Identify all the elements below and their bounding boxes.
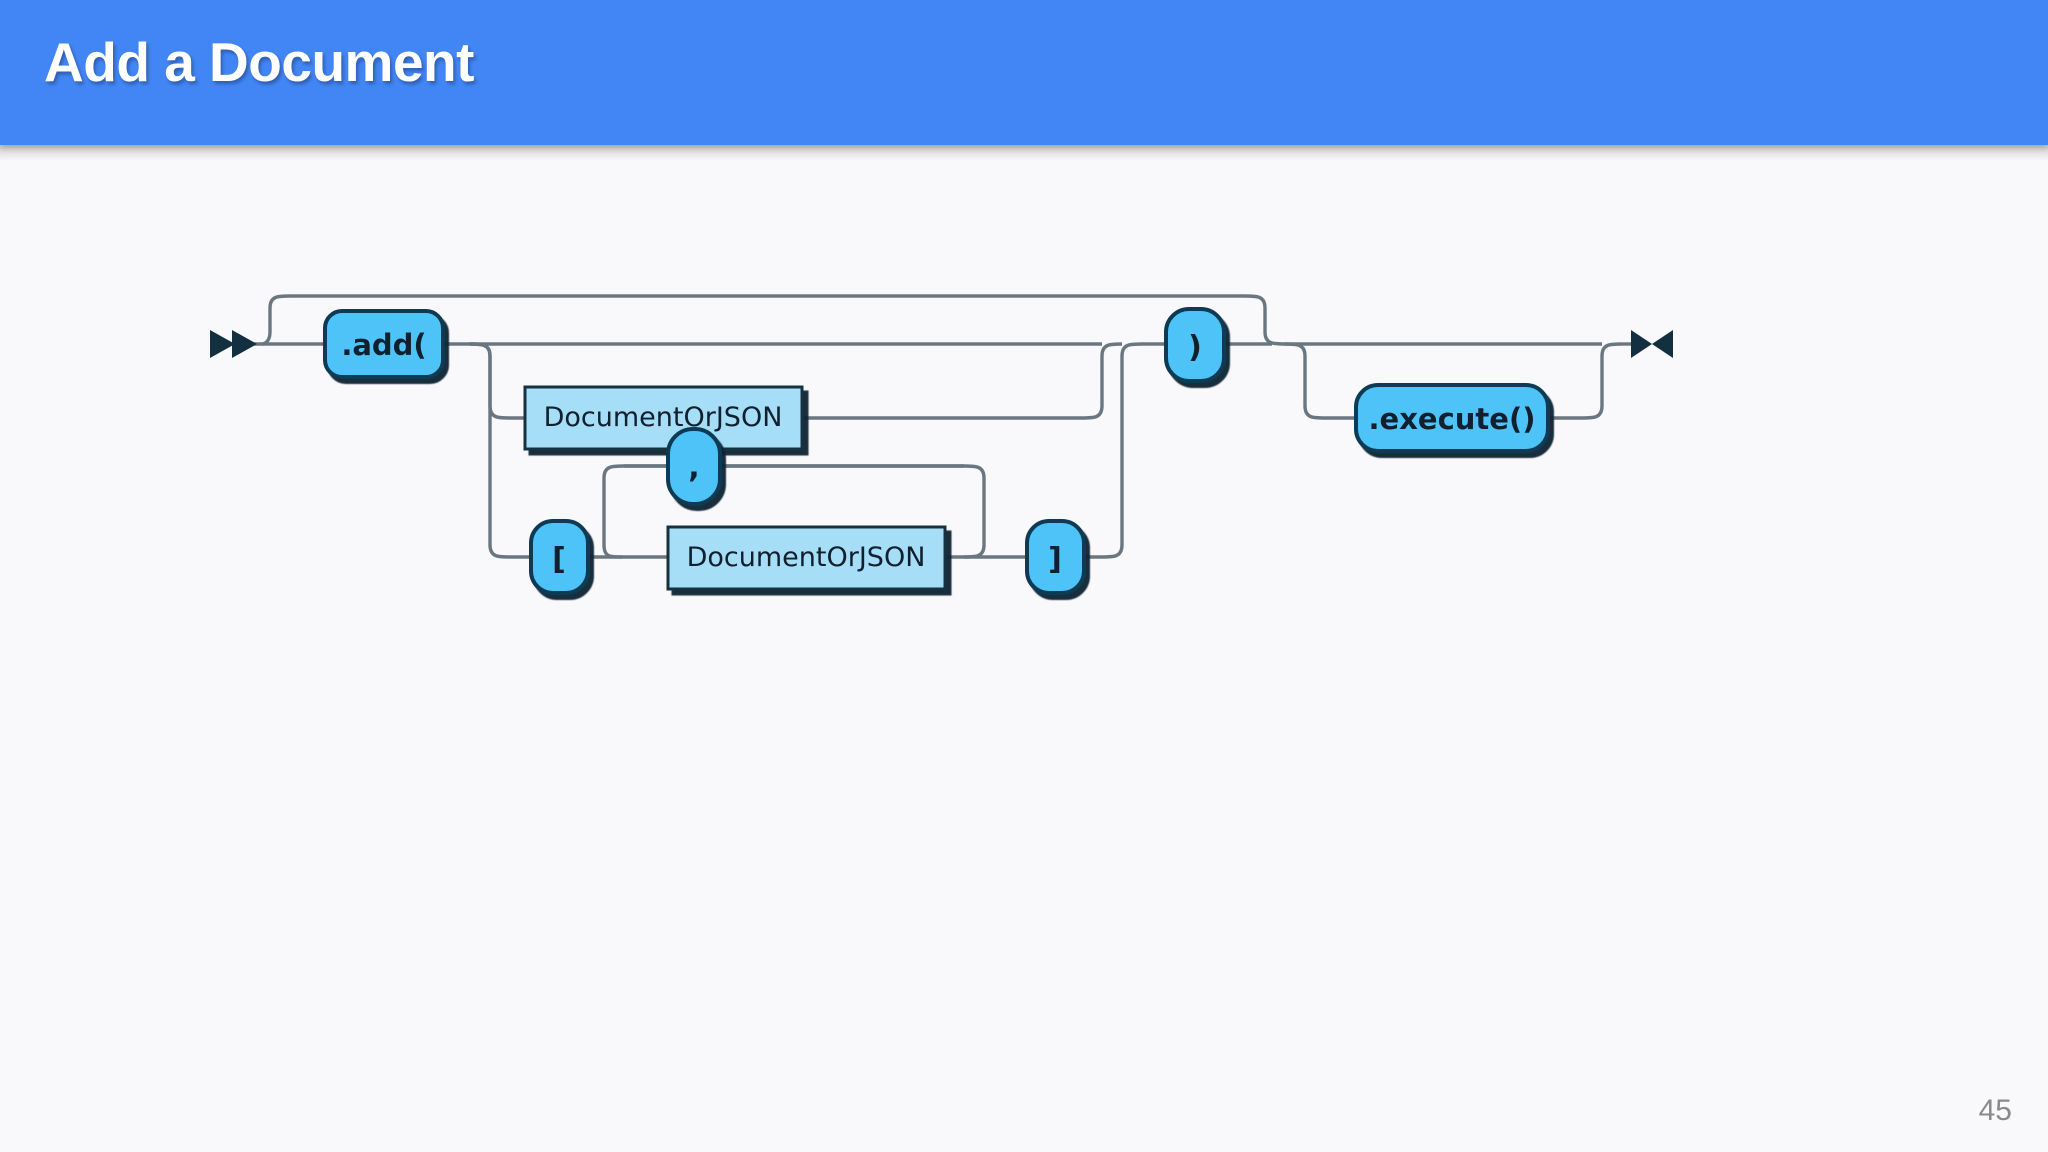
slide-header-band: Add a Document	[0, 0, 2048, 145]
track-rbracket-to-join	[1084, 342, 1143, 559]
node-lbracket-terminal[interactable]: [	[529, 519, 590, 595]
railroad-diagram-svg: .add( DocumentOrJSON , [ DocumentOrJSON	[210, 294, 1673, 595]
header-drop-shadow	[0, 145, 2048, 161]
node-rparen-terminal[interactable]: )	[1164, 307, 1226, 383]
node-rparen-label: )	[1188, 330, 1202, 365]
railroad-diagram: .add( DocumentOrJSON , [ DocumentOrJSON	[0, 145, 2048, 1152]
node-execute-shape[interactable]	[1354, 383, 1550, 453]
node-add-shape[interactable]	[323, 309, 445, 379]
node-documentorjson-repeat[interactable]: DocumentOrJSON	[666, 525, 947, 591]
track-top-bypass	[261, 294, 1286, 346]
track-into-execute	[1284, 342, 1356, 420]
node-comma-terminal[interactable]: ,	[666, 427, 722, 506]
node-documentorjson-single-shape[interactable]	[523, 385, 804, 451]
node-execute-terminal[interactable]: .execute()	[1354, 383, 1550, 453]
node-documentorjson-single[interactable]: DocumentOrJSON	[523, 385, 804, 451]
track-docjson1-to-join	[802, 342, 1123, 420]
node-add-terminal[interactable]: .add(	[323, 309, 445, 379]
node-rbracket-label: ]	[1048, 542, 1062, 577]
node-rbracket-shape[interactable]	[1025, 519, 1086, 595]
railroad-tracks	[232, 294, 1632, 559]
node-documentorjson-repeat-label: DocumentOrJSON	[687, 542, 926, 573]
node-comma-label: ,	[688, 450, 699, 485]
node-execute-label: .execute()	[1369, 402, 1536, 436]
node-add-label: .add(	[341, 328, 426, 362]
node-lbracket-shape[interactable]	[529, 519, 590, 595]
node-documentorjson-single-label: DocumentOrJSON	[544, 402, 783, 433]
track-split-to-docjson1	[469, 342, 525, 420]
track-split-to-array	[469, 342, 531, 559]
node-comma-shape[interactable]	[666, 427, 722, 506]
page-number: 45	[1978, 1094, 2012, 1127]
node-rbracket-terminal[interactable]: ]	[1025, 519, 1086, 595]
end-marker-icon	[1631, 330, 1673, 358]
track-out-of-execute	[1548, 342, 1623, 420]
start-marker-icon	[210, 330, 257, 358]
page-title: Add a Document	[44, 31, 474, 93]
node-rparen-shape[interactable]	[1164, 307, 1226, 383]
node-lbracket-label: [	[552, 542, 566, 577]
node-documentorjson-repeat-shape[interactable]	[666, 525, 947, 591]
